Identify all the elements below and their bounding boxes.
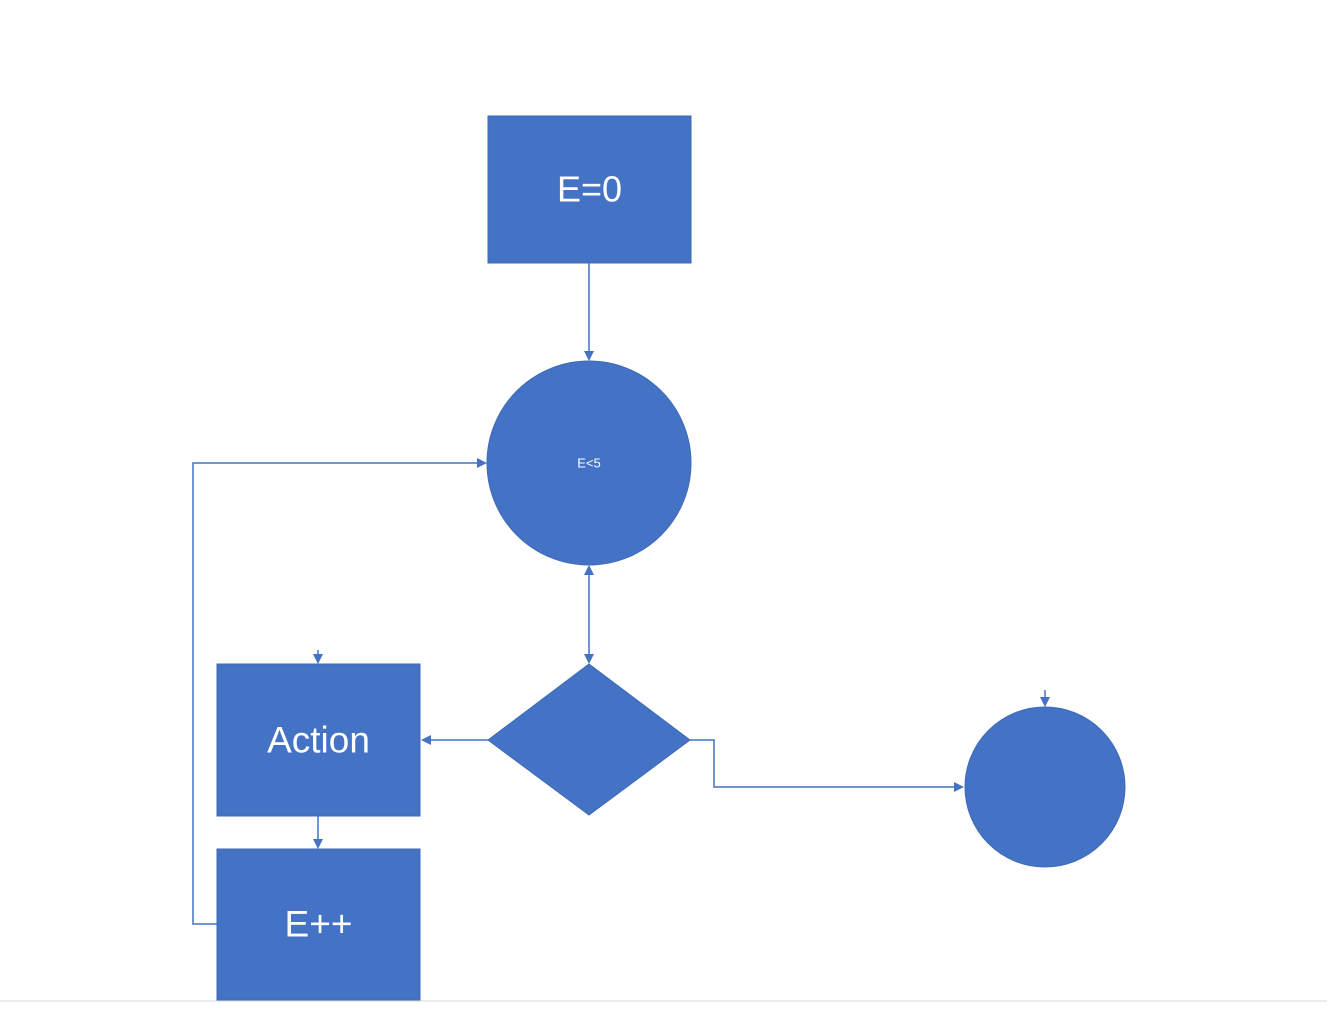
node-increment[interactable]: E++ [216,848,421,1001]
node-end[interactable] [964,706,1126,868]
node-action-label: Action [267,720,370,761]
node-action[interactable]: Action [216,663,421,817]
node-condition-label: E<5 [577,456,601,471]
node-decision[interactable] [487,663,691,816]
edge-decision-to-end[interactable] [690,739,964,792]
node-init[interactable]: E=0 [487,115,692,264]
edge-increment-to-condition[interactable] [192,458,487,925]
node-condition[interactable]: E<5 [486,360,692,566]
node-increment-label: E++ [285,904,353,945]
node-init-label: E=0 [557,169,622,210]
